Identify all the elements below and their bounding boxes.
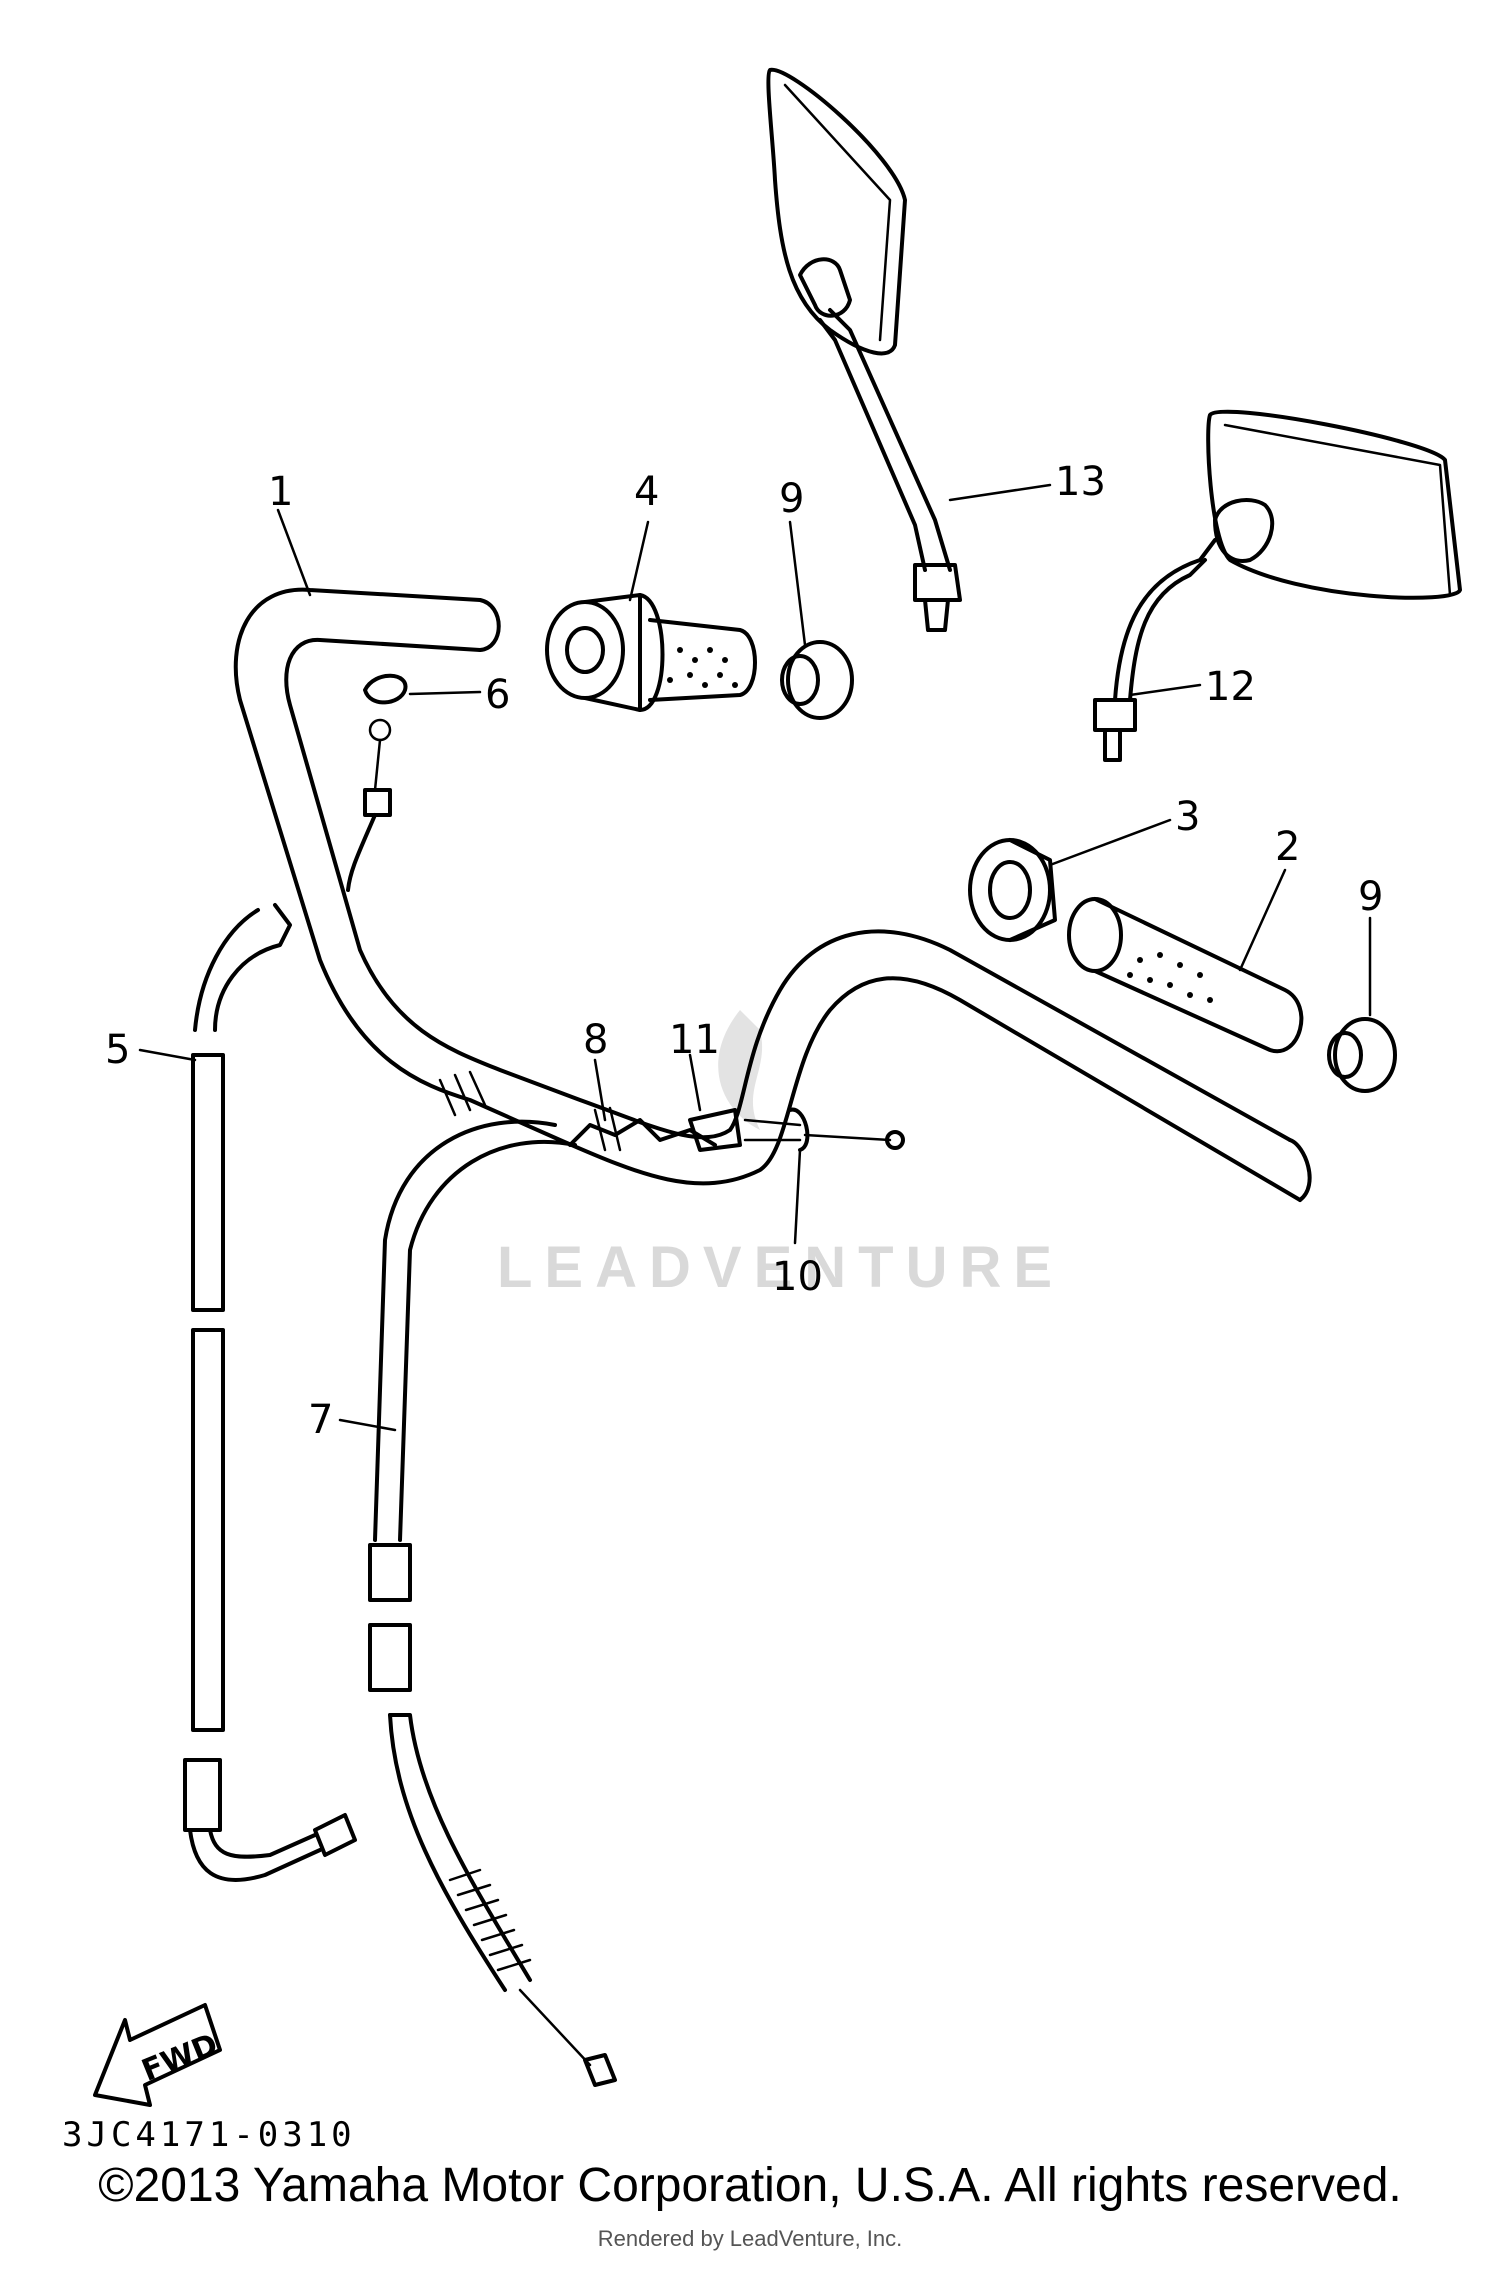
- part-13-mirror-left: [766, 67, 962, 632]
- part-2-left-grip: [1067, 897, 1304, 1054]
- diagram-code: 3JC4171-0310: [62, 2115, 356, 2155]
- part-4-throttle-grip: [545, 593, 757, 712]
- watermark: LEADVENTURE: [497, 1010, 1064, 1300]
- part-label-9-upper: 9: [779, 476, 804, 522]
- watermark-flame-icon: [718, 1010, 763, 1130]
- fwd-arrow-icon: FWD: [93, 2003, 223, 2107]
- part-label-8: 8: [583, 1017, 608, 1063]
- part-8-11-10-cable-adjuster: [568, 1107, 905, 1152]
- part-label-7: 7: [308, 1397, 333, 1443]
- rendered-by-credit: Rendered by LeadVenture, Inc.: [597, 2226, 903, 2251]
- part-7-throttle-cable: [368, 1119, 617, 2087]
- part-5-clutch-cable: [183, 903, 357, 1882]
- leader-lines: [138, 483, 1372, 1432]
- fwd-label: FWD: [137, 2027, 223, 2089]
- part-label-11: 11: [669, 1017, 720, 1063]
- copyright-notice: ©2013 Yamaha Motor Corporation, U.S.A. A…: [98, 2159, 1402, 2212]
- part-label-4: 4: [634, 469, 659, 515]
- watermark-text: LEADVENTURE: [497, 1235, 1064, 1300]
- part-label-5: 5: [105, 1027, 130, 1073]
- part-label-3: 3: [1175, 794, 1200, 840]
- handlebar-exploded-view: LEADVENTURE: [62, 67, 1462, 2155]
- part-9-grip-end-upper: [780, 640, 854, 720]
- part-label-1: 1: [268, 469, 293, 515]
- part-9-grip-end-lower: [1327, 1017, 1397, 1093]
- part-label-10: 10: [772, 1254, 823, 1300]
- part-3-grip-collar: [968, 838, 1057, 942]
- part-6-cable-holder: [346, 673, 408, 892]
- part-label-6: 6: [485, 672, 510, 718]
- part-1-handlebar: [233, 587, 1312, 1202]
- part-labels: 1 2 3 4 5 6 7 8 9 9 10 11 12 13: [105, 459, 1383, 1443]
- part-label-9-lower: 9: [1358, 874, 1383, 920]
- part-label-13: 13: [1055, 459, 1106, 505]
- part-label-2: 2: [1275, 824, 1300, 870]
- part-label-12: 12: [1205, 664, 1256, 710]
- part-12-mirror-right: [1093, 409, 1462, 762]
